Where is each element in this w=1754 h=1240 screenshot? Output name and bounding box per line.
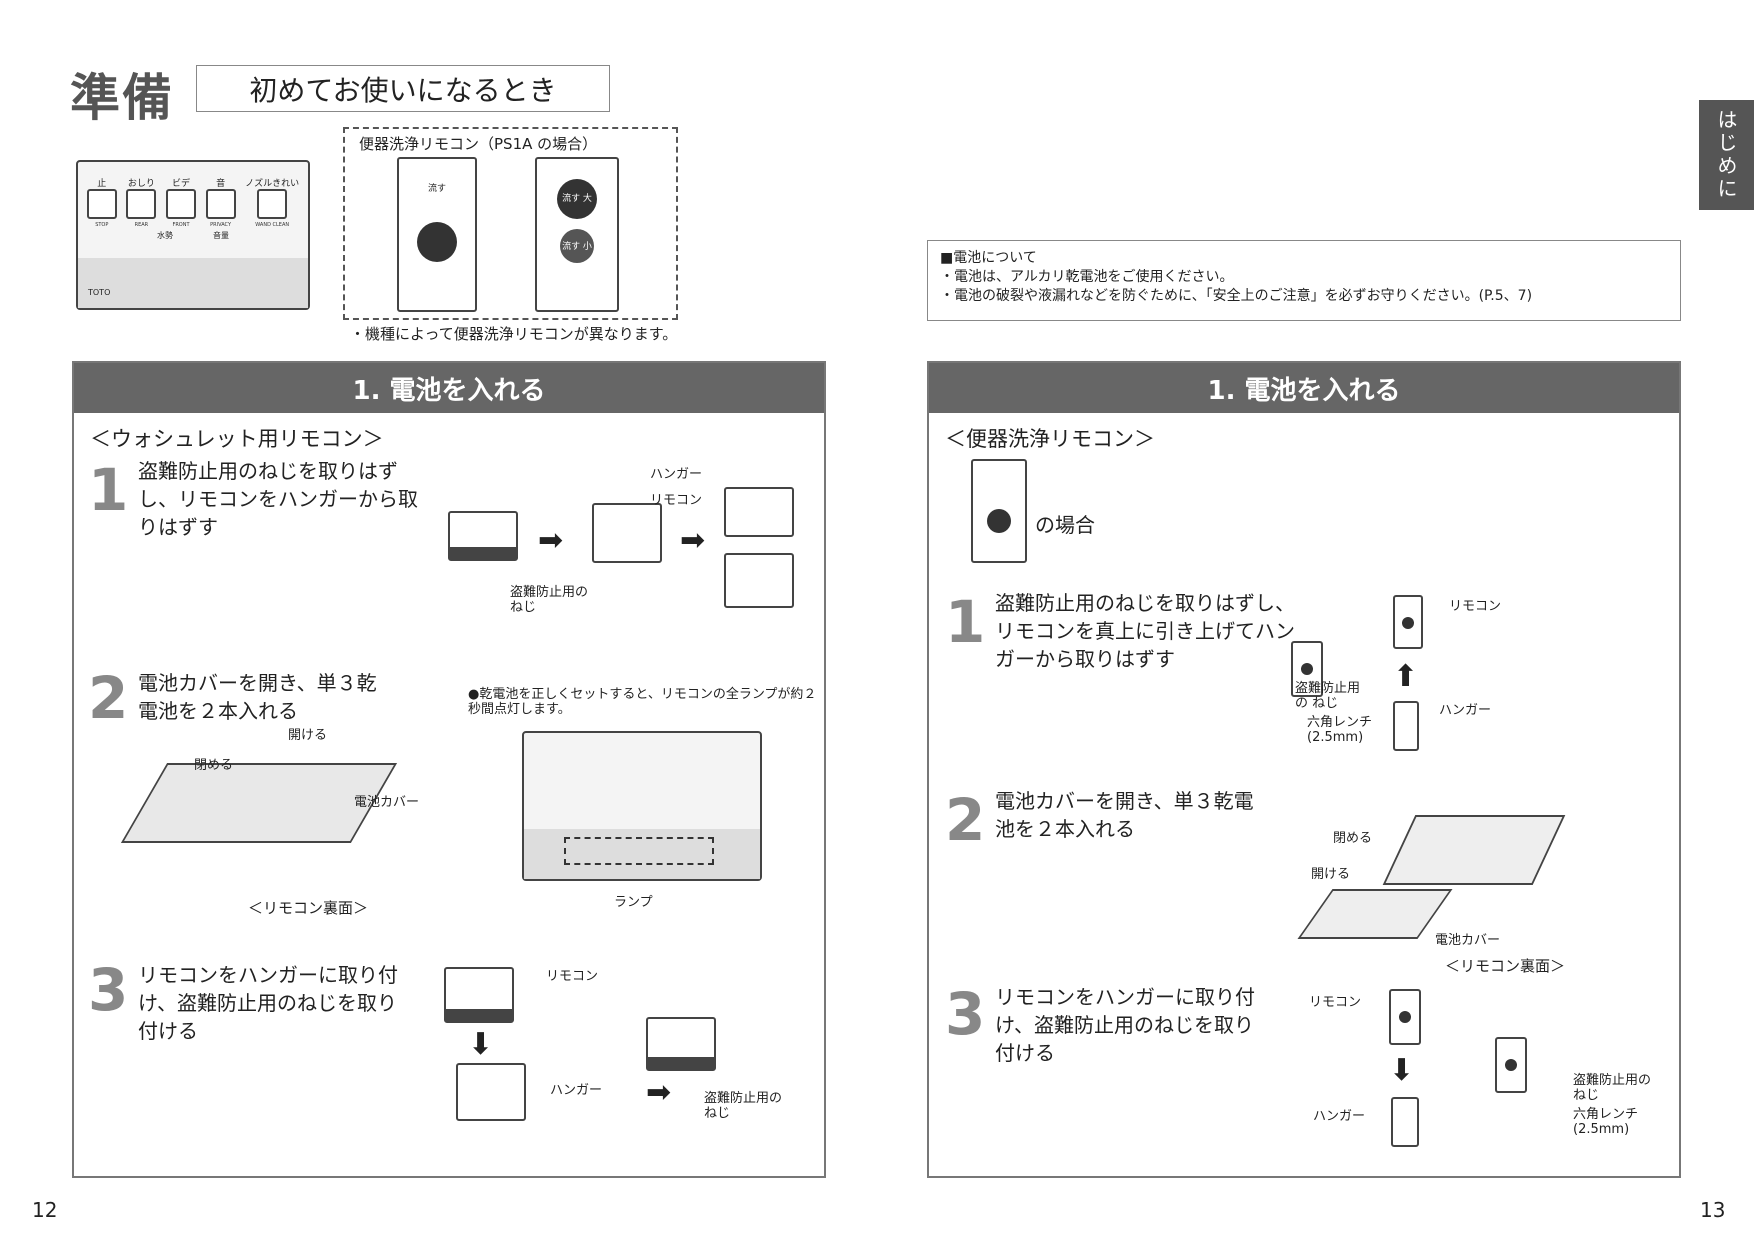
info-heading: ■電池について bbox=[940, 250, 1037, 266]
side-tab: はじめに bbox=[1699, 100, 1754, 210]
hanger-illustration bbox=[1393, 701, 1419, 751]
arrow-right-icon: ➡ bbox=[538, 523, 564, 558]
arrow-down-icon: ⬇ bbox=[1389, 1053, 1415, 1088]
page-number-right: 13 bbox=[1700, 1198, 1726, 1222]
wrench-label: 六角レンチ (2.5mm) bbox=[1573, 1107, 1639, 1137]
step-number: 2 bbox=[88, 664, 129, 732]
screw-label: 盗難防止用の ねじ bbox=[704, 1091, 783, 1121]
flush-small-button: 流す 小 bbox=[560, 229, 594, 263]
step-text: 盗難防止用のねじを取りはずし、リモコンを真上に引き上げてハンガーから取りはずす bbox=[995, 591, 1295, 671]
hanger-label: ハンガー bbox=[1313, 1109, 1366, 1124]
cover-label: 電池カバー bbox=[354, 795, 420, 810]
button-sublabel: REAR bbox=[134, 222, 149, 228]
step-text: 盗難防止用のねじを取りはずし、リモコンをハンガーから取りはずす bbox=[138, 459, 418, 539]
remote-illustration bbox=[448, 511, 518, 561]
remote-label: リモコン bbox=[1309, 995, 1362, 1010]
remote-illustration bbox=[1389, 989, 1421, 1045]
remote-illustration bbox=[724, 487, 794, 537]
back-label: ＜リモコン裏面＞ bbox=[1445, 957, 1566, 975]
button-sublabel: WAND CLEAN bbox=[255, 222, 290, 228]
info-item: ・電池の破裂や液漏れなどを防ぐために、「安全上のご注意」を必ずお守りください。(… bbox=[940, 288, 1533, 304]
wrench-label: 六角レンチ (2.5mm) bbox=[1307, 715, 1373, 745]
lamp-panel-illustration bbox=[522, 731, 762, 881]
hanger-illustration bbox=[456, 1063, 526, 1121]
screw-label: 盗難防止用の ねじ bbox=[1573, 1073, 1652, 1103]
volume-label: 音量 bbox=[213, 231, 229, 240]
flush-remote-label: 便器洗浄リモコン（PS1A の場合） bbox=[359, 135, 598, 153]
button-label: 止 bbox=[97, 179, 107, 189]
remote-illustration bbox=[444, 967, 514, 1023]
flush-big-button: 流す 大 bbox=[557, 179, 597, 219]
page-number-left: 12 bbox=[32, 1198, 58, 1222]
back-label: ＜リモコン裏面＞ bbox=[248, 899, 369, 917]
step-number: 3 bbox=[88, 956, 129, 1024]
flush-remote-illustration bbox=[971, 459, 1027, 563]
button-sublabel: PRIVACY bbox=[210, 222, 231, 228]
button-label: 音 bbox=[216, 179, 226, 189]
step-text: リモコンをハンガーに取り付け、盗難防止用のねじを取り付ける bbox=[138, 963, 398, 1043]
open-label: 開ける bbox=[1311, 867, 1351, 882]
step-number: 1 bbox=[945, 588, 986, 656]
button-label: ノズルきれい bbox=[245, 179, 300, 189]
step-text: 電池カバーを開き、単３乾電池を２本入れる bbox=[138, 671, 377, 723]
pressure-label: 水勢 bbox=[157, 231, 173, 240]
lamp-label: ランプ bbox=[614, 895, 653, 910]
remote-illustration bbox=[1495, 1037, 1527, 1093]
section-title: ＜便器洗浄リモコン＞ bbox=[945, 427, 1155, 451]
step-text: リモコンをハンガーに取り付け、盗難防止用のねじを取り付ける bbox=[995, 985, 1255, 1065]
remote-illustration bbox=[1291, 641, 1323, 697]
button-label: ビデ bbox=[171, 179, 190, 189]
info-item: ・電池は、アルカリ乾電池をご使用ください。 bbox=[940, 269, 1234, 285]
step-number: 2 bbox=[945, 786, 986, 854]
remote-label: リモコン bbox=[650, 493, 703, 508]
button-sublabel: STOP bbox=[95, 222, 109, 228]
battery-note: ●乾電池を正しくセットすると、リモコンの全ランプが約２秒間点灯します。 bbox=[468, 687, 817, 717]
flush-remote-box: 便器洗浄リモコン（PS1A の場合） 流す 流す 大 流す 小 bbox=[343, 127, 678, 320]
washlet-remote-illustration: 止 STOP おしり REAR ビデ FRONT 音 PRIVACY ノズルきれい WAN… bbox=[76, 160, 310, 310]
remote-illustration bbox=[646, 1017, 716, 1071]
panel-header: 1. 電池を入れる bbox=[74, 363, 824, 413]
hanger-label: ハンガー bbox=[1439, 703, 1492, 718]
remote-label: リモコン bbox=[546, 969, 599, 984]
battery-info-box: ■電池について ・電池は、アルカリ乾電池をご使用ください。 ・電池の破裂や液漏れ… bbox=[927, 240, 1681, 321]
intro-note: ・機種によって便器洗浄リモコンが異なります。 bbox=[350, 325, 678, 343]
hanger-illustration bbox=[592, 503, 662, 563]
remote-illustration bbox=[1393, 595, 1423, 649]
screw-label: 盗難防止用の ねじ bbox=[510, 585, 589, 615]
close-label: 閉める bbox=[1333, 831, 1373, 846]
open-label: 開ける bbox=[288, 728, 328, 743]
remote-label: リモコン bbox=[1449, 599, 1502, 614]
close-label: 閉める bbox=[194, 758, 234, 773]
section-title: ＜ウォシュレット用リモコン＞ bbox=[90, 427, 384, 451]
page-subtitle: 初めてお使いになるとき bbox=[196, 65, 610, 112]
flush-label: 流す bbox=[427, 184, 446, 194]
arrow-right-icon: ➡ bbox=[646, 1075, 672, 1110]
hanger-illustration bbox=[724, 553, 794, 608]
step-text: 電池カバーを開き、単３乾電池を２本入れる bbox=[995, 789, 1254, 841]
button-sublabel: FRONT bbox=[172, 222, 190, 228]
case-label: の場合 bbox=[1035, 513, 1095, 537]
hanger-label: ハンガー bbox=[650, 467, 703, 482]
left-panel: 1. 電池を入れる ＜ウォシュレット用リモコン＞ 1 盗難防止用のねじを取りはず… bbox=[72, 361, 826, 1178]
battery-compartment-illustration bbox=[1382, 815, 1566, 885]
battery-cover-illustration bbox=[1297, 889, 1453, 939]
hanger-illustration bbox=[1391, 1097, 1419, 1147]
arrow-up-icon: ⬆ bbox=[1393, 659, 1419, 694]
arrow-down-icon: ⬇ bbox=[468, 1027, 494, 1062]
screw-label: 盗難防止用の ねじ bbox=[1295, 681, 1361, 711]
cover-label: 電池カバー bbox=[1435, 933, 1501, 948]
step-number: 3 bbox=[945, 980, 986, 1048]
arrow-right-icon: ➡ bbox=[680, 523, 706, 558]
step-number: 1 bbox=[88, 456, 129, 524]
hanger-label: ハンガー bbox=[550, 1083, 603, 1098]
page-title: 準備 bbox=[70, 69, 174, 127]
brand-logo: TOTO bbox=[78, 258, 308, 308]
panel-header: 1. 電池を入れる bbox=[929, 363, 1679, 413]
button-label: おしり bbox=[127, 179, 155, 189]
right-panel: 1. 電池を入れる ＜便器洗浄リモコン＞ の場合 1 盗難防止用のねじを取りはず… bbox=[927, 361, 1681, 1178]
